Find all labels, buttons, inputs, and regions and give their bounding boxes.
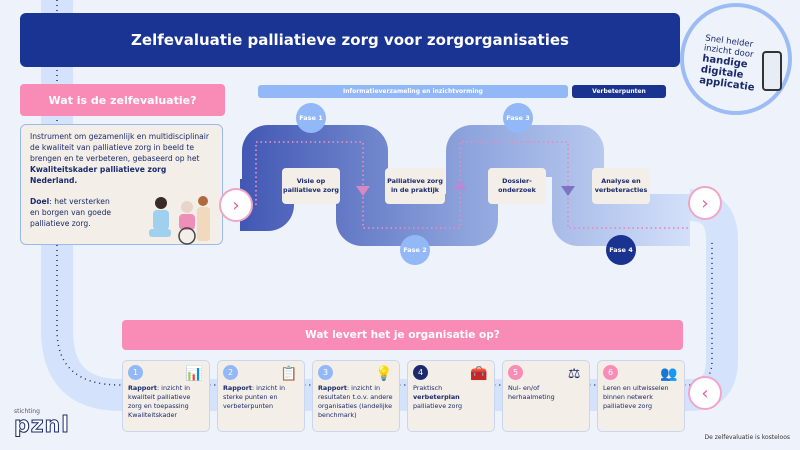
card-text: Leren en uitwisselen binnen netwerk pall… — [603, 384, 679, 411]
card-rest: : inzicht in sterke punten en verbeterpu… — [223, 384, 286, 410]
card-text: Nul- en/of herhaalmeting — [508, 384, 584, 402]
arrow-down-icon — [356, 186, 370, 196]
toolbox-icon: 🧰 — [470, 366, 488, 382]
intro-heading: Wat is de zelfevaluatie? — [20, 84, 225, 116]
arrow-down-icon — [561, 186, 575, 196]
phase-3-step: Dossier-onderzoek — [488, 168, 546, 204]
card-rest: palliatieve zorg — [413, 402, 463, 410]
phone-icon — [762, 51, 782, 91]
results-heading: Wat levert het je organisatie op? — [122, 320, 683, 350]
card-number: 3 — [318, 365, 333, 380]
result-card: 2 📋 Rapport: inzicht in sterke punten en… — [217, 360, 305, 432]
phase-dotted-line — [255, 141, 690, 229]
card-text: Rapport: inzicht in resultaten t.o.v. an… — [318, 384, 394, 420]
document-check-icon: 📋 — [280, 366, 298, 382]
arrow-up-icon — [453, 180, 467, 190]
logo-small: stichting — [14, 408, 40, 415]
chevron-right-icon[interactable]: › — [219, 188, 253, 222]
care-illustration — [149, 196, 210, 245]
card-pre: Leren en uitwisselen binnen netwerk pall… — [603, 384, 669, 410]
card-text: Rapport: inzicht in kwaliteit palliatiev… — [128, 384, 204, 420]
phase-4-marker: Fase 4 — [606, 235, 636, 265]
result-card: 4 🧰 Praktisch verbeterplan palliatieve z… — [407, 360, 495, 432]
intro-text: Instrument om gezamenlijk en multidiscip… — [30, 132, 210, 163]
presentation-icon: 👥 — [660, 366, 678, 382]
card-number: 6 — [603, 365, 618, 380]
card-text: Praktisch verbeterplan palliatieve zorg — [413, 384, 489, 411]
goal-text: : het versterken en borgen van goede pal… — [30, 197, 112, 228]
goal-label: Doel — [30, 197, 50, 206]
return-track-dots — [56, 0, 713, 386]
card-text: Rapport: inzicht in sterke punten en ver… — [223, 384, 299, 411]
phase-3-marker: Fase 3 — [503, 103, 533, 133]
card-number: 5 — [508, 365, 523, 380]
pznl-logo: stichting pznl — [14, 408, 70, 437]
card-number: 2 — [223, 365, 238, 380]
card-number: 1 — [128, 365, 143, 380]
stage-info-bar: Informatieverzameling en inzichtvorming — [258, 85, 568, 98]
card-bold: verbeterplan — [413, 393, 460, 401]
lightbulb-icon: 💡 — [375, 366, 393, 382]
card-bold: Rapport — [128, 384, 157, 392]
scales-icon: ⚖ — [567, 366, 581, 382]
phase-1-step: Visie op palliatieve zorg — [282, 168, 340, 204]
result-card: 5 ⚖ Nul- en/of herhaalmeting — [502, 360, 590, 432]
report-chart-icon: 📊 — [185, 366, 203, 382]
result-card: 3 💡 Rapport: inzicht in resultaten t.o.v… — [312, 360, 400, 432]
phase-4-step: Analyse en verbeteracties — [592, 168, 650, 204]
card-rest: : inzicht in kwaliteit palliatieve zorg … — [128, 384, 191, 419]
phase-2-marker: Fase 2 — [400, 235, 430, 265]
chevron-left-icon[interactable]: ‹ — [688, 376, 722, 410]
card-bold: Rapport — [318, 384, 347, 392]
logo-name: pznl — [14, 413, 70, 438]
card-pre: Praktisch — [413, 384, 443, 392]
chevron-right-icon[interactable]: › — [688, 186, 722, 220]
intro-description: Instrument om gezamenlijk en multidiscip… — [20, 124, 223, 245]
phase-path — [240, 125, 690, 246]
stage-improve-bar: Verbeterpunten — [572, 85, 666, 98]
card-number: 4 — [413, 365, 428, 380]
phase-1-marker: Fase 1 — [296, 103, 326, 133]
intro-goal: Doel: het versterken en borgen van goede… — [30, 196, 120, 229]
promo-badge: Snel helder inzicht door handige digital… — [680, 3, 792, 115]
footer-note: De zelfevaluatie is kosteloos — [704, 434, 790, 441]
result-card: 1 📊 Rapport: inzicht in kwaliteit pallia… — [122, 360, 210, 432]
card-bold: Rapport — [223, 384, 252, 392]
result-card: 6 👥 Leren en uitwisselen binnen netwerk … — [597, 360, 685, 432]
card-pre: Nul- en/of herhaalmeting — [508, 384, 555, 401]
page-title: Zelfevaluatie palliatieve zorg voor zorg… — [20, 13, 680, 67]
intro-text-bold: Kwaliteitskader palliatieve zorg Nederla… — [30, 165, 167, 185]
card-rest: : inzicht in resultaten t.o.v. andere or… — [318, 384, 393, 419]
phase-2-step: Palliatieve zorg in de praktijk — [385, 168, 445, 204]
